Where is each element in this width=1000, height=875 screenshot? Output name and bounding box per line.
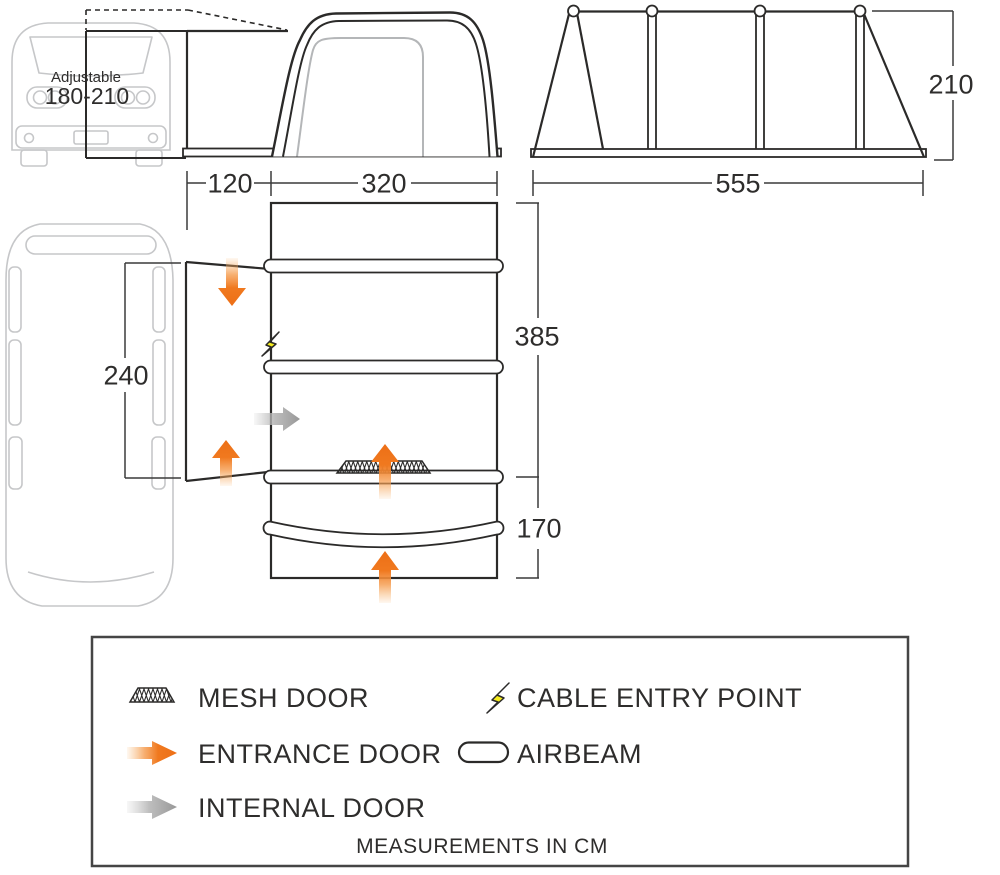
dim-label-length: 555 xyxy=(715,169,760,199)
floorplan-airbeams xyxy=(262,258,505,549)
internal-door-arrow xyxy=(254,407,300,431)
internal-door-icon xyxy=(127,795,177,819)
airbeam-curved xyxy=(262,520,505,549)
airbeam-icon xyxy=(457,741,510,764)
side-left-slope xyxy=(531,9,572,158)
measurements-footnote: MEASUREMENTS IN CM xyxy=(356,835,608,858)
entrance-arrow-front xyxy=(371,551,399,603)
internal-door-label: INTERNAL DOOR xyxy=(198,793,426,823)
airbeam-2 xyxy=(263,359,504,375)
van-front-headlight-left xyxy=(26,86,68,109)
dim-label-door-width: 240 xyxy=(103,361,148,391)
dim-label-tunnel-width: 120 xyxy=(207,169,252,199)
awning-side-view xyxy=(530,4,927,158)
dim-label-body-width: 320 xyxy=(361,169,406,199)
van-front-bumper xyxy=(15,125,167,149)
van-top-windshield xyxy=(25,235,157,255)
mesh-door-icon xyxy=(128,687,176,703)
mesh-door-label: MESH DOOR xyxy=(198,683,369,713)
cable-entry-label: CABLE ENTRY POINT xyxy=(517,683,802,713)
side-airbeam-poles xyxy=(567,4,867,149)
entrance-arrow-mesh xyxy=(371,444,399,499)
dim-label-height: 210 xyxy=(928,70,973,100)
dim-door-width xyxy=(124,262,181,479)
adjustable-height-annotation: Adjustable 180-210 xyxy=(45,69,129,109)
awning-outer-outline xyxy=(270,11,499,157)
van-front-view xyxy=(11,22,171,167)
side-right-slope xyxy=(862,13,926,158)
dim-label-porch-length: 170 xyxy=(516,514,561,544)
cable-entry-icon xyxy=(486,682,510,714)
side-brace xyxy=(575,12,605,150)
awning-front-view xyxy=(182,11,502,158)
dim-plan-lengths xyxy=(516,202,539,579)
dim-label-main-length: 385 xyxy=(514,322,559,352)
airbeam-label: AIRBEAM xyxy=(517,739,642,769)
side-ground-band xyxy=(530,148,927,158)
van-top-rear-window xyxy=(27,571,155,583)
airbeam-1 xyxy=(263,258,504,274)
dim-side xyxy=(532,10,954,196)
adjustable-label: Adjustable xyxy=(51,69,121,86)
awning-inner-outline xyxy=(282,19,491,157)
van-top-view xyxy=(5,223,174,607)
van-top-body xyxy=(5,223,174,607)
adjustable-attachment-marks xyxy=(85,9,288,159)
legend-box xyxy=(90,635,910,868)
floorplan xyxy=(184,201,505,580)
awning-front-door-outline xyxy=(296,37,424,157)
entrance-door-icon xyxy=(127,741,177,765)
entrance-arrow-tunnel-bottom xyxy=(212,440,240,486)
adjustable-range-label: 180-210 xyxy=(45,83,129,109)
entrance-door-label: ENTRANCE DOOR xyxy=(198,739,442,769)
floorplan-arrows xyxy=(212,258,399,603)
dim-front-widths xyxy=(186,171,498,230)
legend: MESH DOOR ENTRANCE DOOR INTERNAL DOOR CA… xyxy=(90,635,910,868)
van-front-headlight-right xyxy=(114,86,156,109)
adjustable-raised-position-dashes xyxy=(85,9,288,31)
van-front-wheel-left xyxy=(20,149,48,167)
entrance-arrow-tunnel-top xyxy=(218,258,246,306)
van-front-plate xyxy=(73,130,109,145)
van-front-body xyxy=(11,22,171,151)
van-front-windshield xyxy=(29,36,153,77)
cable-entry-bolt xyxy=(261,331,280,357)
